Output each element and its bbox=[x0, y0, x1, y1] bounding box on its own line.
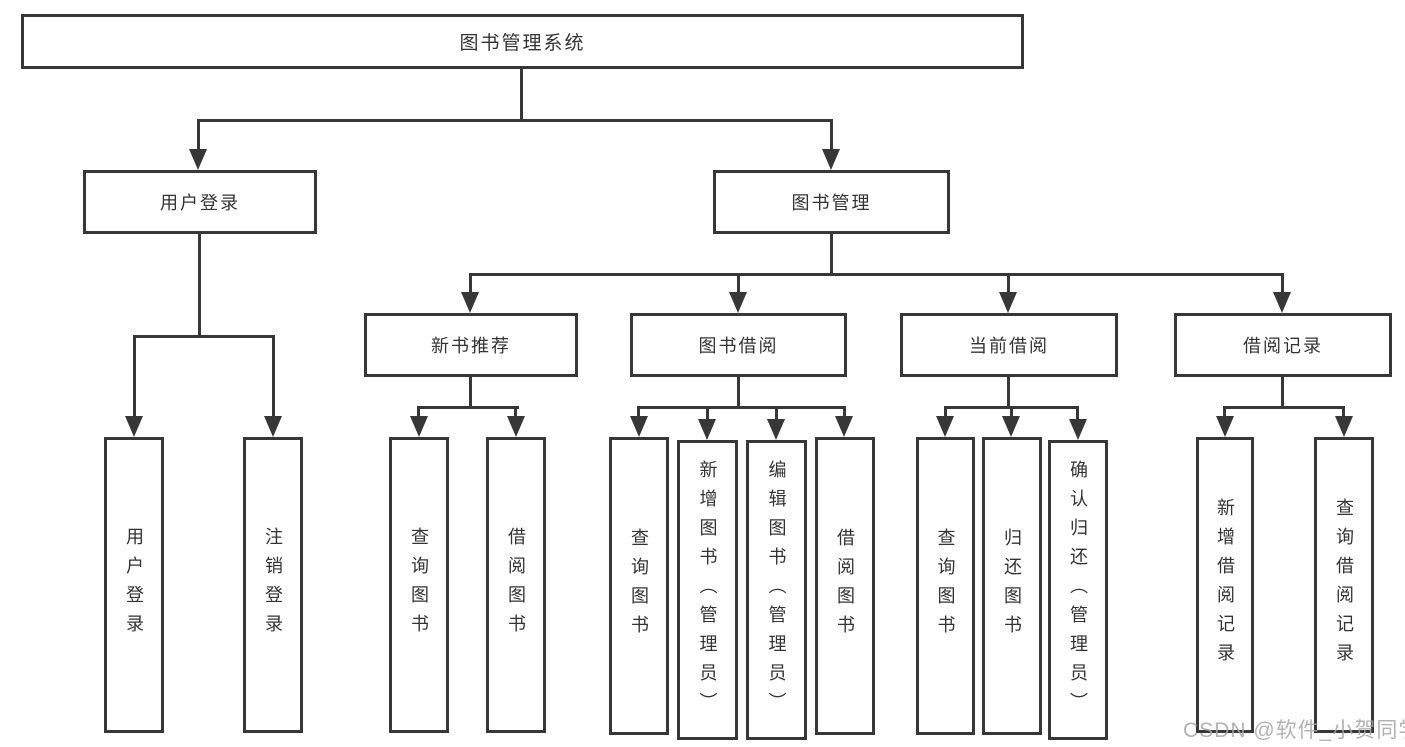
leaf-label: 查询图书 bbox=[409, 527, 429, 643]
leaf-label: 借阅图书 bbox=[835, 528, 855, 644]
edge-leaf-stem bbox=[706, 406, 709, 421]
arrowhead-icon bbox=[507, 416, 525, 437]
edge-l3-stem bbox=[1007, 273, 1010, 294]
leaf-label: 借阅图书 bbox=[506, 527, 526, 643]
arrowhead-icon bbox=[461, 292, 479, 313]
leaf-label: 新增图书（管理员） bbox=[697, 459, 718, 721]
leaf-label: 查询借阅记录 bbox=[1334, 498, 1354, 672]
leaf-query-borrow-record: 查询借阅记录 bbox=[1314, 437, 1374, 733]
arrowhead-icon bbox=[189, 149, 207, 170]
edge-user-login-stem bbox=[197, 119, 200, 150]
edge-leaf-stem bbox=[514, 406, 517, 418]
arrowhead-icon bbox=[1069, 419, 1087, 440]
node-book-borrowing: 图书借阅 bbox=[630, 313, 847, 377]
node-label: 图书管理 bbox=[791, 193, 872, 213]
arrowhead-icon bbox=[1273, 292, 1291, 313]
arrowhead-icon bbox=[264, 416, 282, 437]
edge-borrow-bar bbox=[637, 406, 846, 409]
arrowhead-icon bbox=[1216, 416, 1234, 437]
arrowhead-icon bbox=[410, 416, 428, 437]
node-label: 当前借阅 bbox=[969, 336, 1049, 356]
node-borrowing-records: 借阅记录 bbox=[1174, 313, 1392, 377]
edge-leaf-stem bbox=[944, 406, 947, 418]
leaf-label: 用户登录 bbox=[124, 527, 144, 643]
leaf-label: 编辑图书（管理员） bbox=[766, 459, 787, 721]
arrowhead-icon bbox=[936, 416, 954, 437]
node-book-management: 图书管理 bbox=[713, 170, 950, 234]
arrowhead-icon bbox=[999, 292, 1017, 313]
node-label: 用户登录 bbox=[160, 193, 240, 213]
leaf-user-login: 用户登录 bbox=[104, 437, 164, 733]
edge-current-down bbox=[1007, 377, 1010, 409]
edge-user-login-bar bbox=[133, 335, 275, 338]
leaf-label: 归还图书 bbox=[1002, 528, 1022, 644]
edge-newbook-down bbox=[469, 377, 472, 409]
node-user-login: 用户登录 bbox=[83, 170, 317, 234]
csdn-watermark: CSDN @软件_小贺同学 bbox=[1183, 719, 1405, 742]
edge-leaf-stem bbox=[1342, 406, 1345, 418]
leaf-add-books-admin: 新增图书（管理员） bbox=[677, 440, 738, 740]
leaf-query-books-borrow: 查询图书 bbox=[609, 437, 669, 735]
edge-user-login-down bbox=[198, 234, 201, 338]
arrowhead-icon bbox=[729, 292, 747, 313]
node-new-book-recommend: 新书推荐 bbox=[364, 313, 578, 377]
edge-level2-bar bbox=[197, 119, 833, 122]
leaf-label: 注销登录 bbox=[263, 527, 283, 643]
leaf-logout: 注销登录 bbox=[243, 437, 303, 733]
edge-leaf-stem bbox=[1010, 406, 1013, 418]
node-current-borrowing: 当前借阅 bbox=[900, 313, 1118, 377]
leaf-borrow-books-recommend: 借阅图书 bbox=[486, 437, 546, 733]
leaf-add-borrow-record: 新增借阅记录 bbox=[1196, 437, 1254, 733]
edge-root-stem bbox=[520, 69, 523, 122]
edge-book-mgmt-down bbox=[830, 234, 833, 276]
arrowhead-icon bbox=[835, 416, 853, 437]
node-label: 图书借阅 bbox=[698, 336, 779, 356]
edge-leaf-stem bbox=[272, 335, 275, 417]
arrowhead-icon bbox=[822, 149, 840, 170]
edge-book-mgmt-stem bbox=[830, 119, 833, 150]
leaf-confirm-return-admin: 确认归还（管理员） bbox=[1048, 440, 1108, 740]
edge-leaf-stem bbox=[1223, 406, 1226, 418]
edge-leaf-stem bbox=[1076, 406, 1079, 421]
node-label: 借阅记录 bbox=[1243, 336, 1323, 356]
edge-l3-stem bbox=[1281, 273, 1284, 294]
edge-leaf-stem bbox=[637, 406, 640, 418]
edge-borrow-down bbox=[737, 377, 740, 409]
edge-leaf-stem bbox=[133, 335, 136, 417]
edge-level3-bar bbox=[469, 273, 1284, 276]
leaf-label: 查询图书 bbox=[935, 528, 956, 644]
edge-l3-stem bbox=[469, 273, 472, 294]
edge-leaf-stem bbox=[417, 406, 420, 418]
leaf-label: 确认归还（管理员） bbox=[1068, 459, 1088, 721]
arrowhead-icon bbox=[1335, 416, 1353, 437]
node-root-system: 图书管理系统 bbox=[21, 14, 1024, 69]
arrowhead-icon bbox=[125, 416, 143, 437]
edge-records-bar bbox=[1223, 406, 1345, 409]
node-label: 新书推荐 bbox=[431, 336, 511, 356]
leaf-query-books-current: 查询图书 bbox=[916, 437, 975, 735]
edge-records-down bbox=[1281, 377, 1284, 409]
leaf-label: 查询图书 bbox=[629, 528, 649, 644]
arrowhead-icon bbox=[1002, 416, 1020, 437]
edge-l3-stem bbox=[737, 273, 740, 294]
leaf-borrow-books: 借阅图书 bbox=[815, 437, 875, 735]
edge-newbook-bar bbox=[417, 406, 519, 409]
edge-leaf-stem bbox=[775, 406, 778, 421]
leaf-return-books: 归还图书 bbox=[982, 437, 1042, 735]
leaf-label: 新增借阅记录 bbox=[1215, 498, 1235, 672]
node-label: 图书管理系统 bbox=[459, 33, 586, 54]
arrowhead-icon bbox=[698, 419, 716, 440]
leaf-query-books-recommend: 查询图书 bbox=[389, 437, 449, 733]
arrowhead-icon bbox=[630, 416, 648, 437]
arrowhead-icon bbox=[767, 419, 785, 440]
edge-leaf-stem bbox=[843, 406, 846, 418]
leaf-edit-books-admin: 编辑图书（管理员） bbox=[746, 440, 807, 740]
